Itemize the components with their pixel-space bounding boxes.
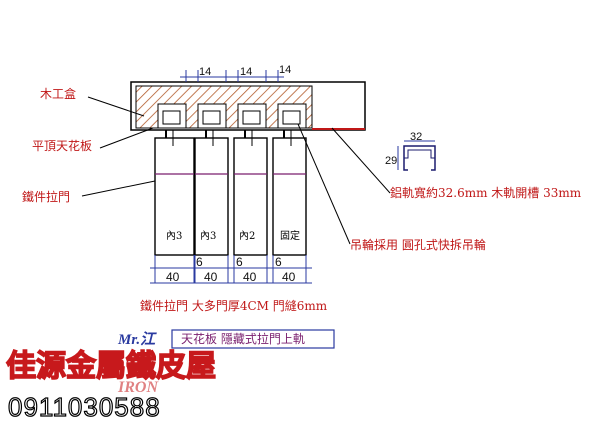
signature-text: Mr.江 xyxy=(117,331,157,348)
pulley-icon xyxy=(202,110,221,125)
label-door-note: 鐵件拉門 大多門厚4CM 門縫6mm xyxy=(140,298,328,313)
door-panel: 內2 xyxy=(233,130,268,256)
pulley-icon xyxy=(242,110,261,125)
dim-top-gap-3: 14 xyxy=(279,64,291,76)
dim-door-width-3: 40 xyxy=(243,270,257,284)
label-iron-door: 鐵件拉門 xyxy=(22,189,70,204)
door-label: 內3 xyxy=(200,230,216,242)
phone-number: 0911030588 xyxy=(8,392,161,422)
pulley-icon xyxy=(282,110,301,125)
bottom-dimension-lines xyxy=(150,255,312,284)
dim-top-gap-1: 14 xyxy=(199,66,211,78)
dim-door-width-1: 40 xyxy=(166,270,180,284)
leader-lines xyxy=(81,96,391,245)
iron-watermark: IRON xyxy=(117,379,159,396)
dim-gap-1: 6 xyxy=(196,255,203,269)
dim-rail-width: 32 xyxy=(410,131,422,143)
shop-logo-text: 佳源金屬鐵皮屋 xyxy=(6,349,216,384)
dim-gap-3: 6 xyxy=(275,255,282,269)
label-pulley-note: 吊輪採用 圓孔式快拆吊輪 xyxy=(350,237,486,252)
label-wood-box: 木工盒 xyxy=(40,86,76,101)
dim-door-width-4: 40 xyxy=(282,270,296,284)
wood-box xyxy=(130,81,366,131)
dim-gap-2: 6 xyxy=(236,255,243,269)
door-label: 內3 xyxy=(166,230,182,242)
door-panels: 內3 內3 內2 固定 xyxy=(154,130,307,256)
top-dimension-lines xyxy=(180,70,284,82)
label-rail-note: 鋁軌寬約32.6mm 木軌開槽 33mm xyxy=(390,185,582,200)
label-ceiling-board: 平頂天花板 xyxy=(32,138,92,153)
dim-door-width-2: 40 xyxy=(204,270,218,284)
door-panel: 內3 xyxy=(154,130,195,256)
door-label: 固定 xyxy=(280,229,300,242)
door-panel: 固定 xyxy=(272,130,307,256)
dim-rail-height: 29 xyxy=(385,155,397,167)
dim-top-gap-2: 14 xyxy=(240,66,252,78)
caption-box: 天花板 隱藏式拉門上軌 xyxy=(171,329,335,349)
door-label: 內2 xyxy=(239,230,255,242)
rail-profile xyxy=(397,140,436,171)
door-panel: 內3 xyxy=(194,130,229,256)
pulley-icon xyxy=(162,110,181,125)
caption-text: 天花板 隱藏式拉門上軌 xyxy=(181,331,305,346)
